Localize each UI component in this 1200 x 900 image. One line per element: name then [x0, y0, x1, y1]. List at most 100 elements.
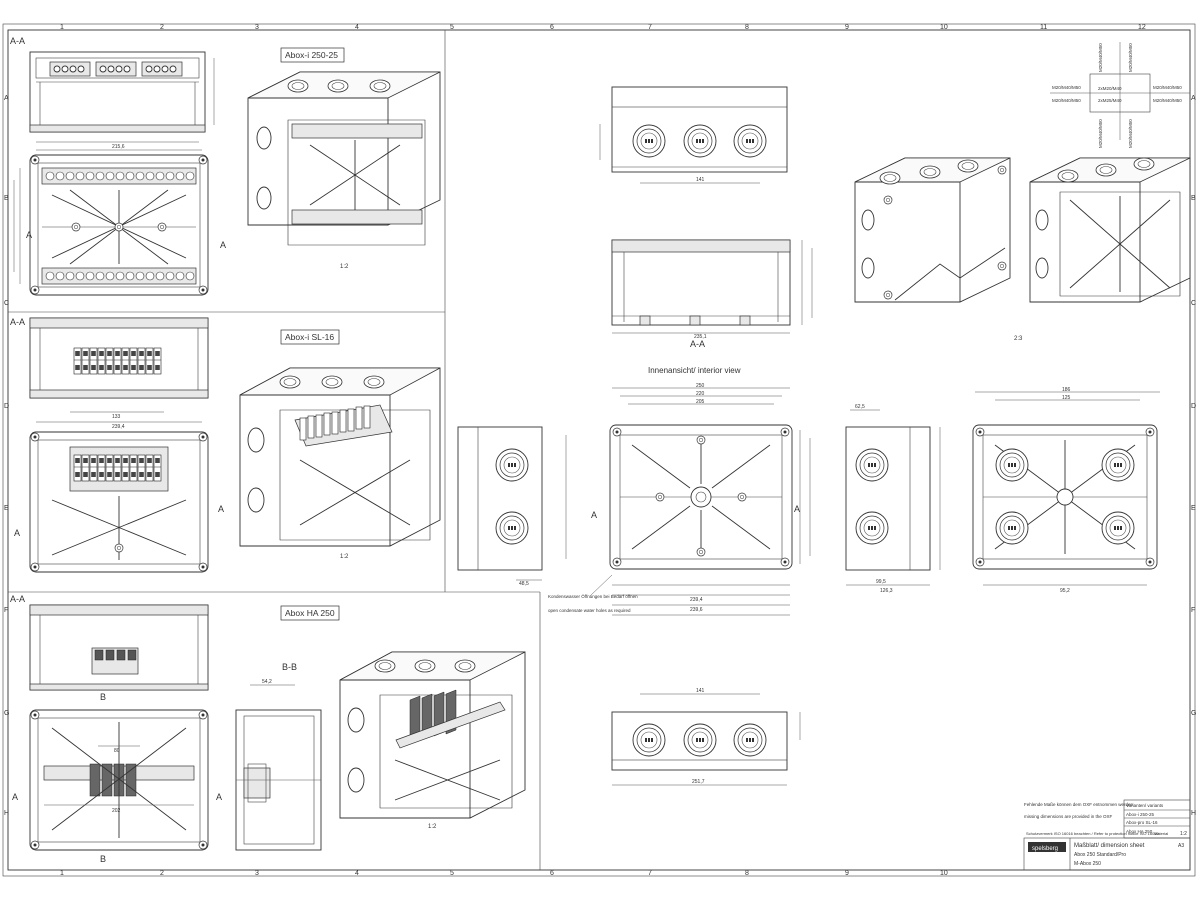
dimension-label: 239,4 [112, 424, 125, 430]
section-label: A-A [10, 594, 25, 604]
col-num: 5 [450, 24, 454, 31]
col-num: 7 [648, 24, 652, 31]
isometric-view: 1:2 [247, 71, 441, 270]
col-num: 2 [160, 24, 164, 31]
col-num: 8 [745, 870, 749, 877]
col-num: 7 [648, 870, 652, 877]
panel-abox-i-sl16: A-A Abox-i SL-16 133 239,4 [10, 317, 441, 573]
section-aa-view: 235,1 A-A [611, 239, 813, 349]
row-letter: G [1191, 710, 1196, 717]
variant-item: Abox-pro SL-16 [1126, 820, 1158, 825]
dimension-label: 133 [112, 414, 121, 420]
cable-entry-diagram: 2xM20/M40 2xM25/M40 M20/M40/M50 M20/M40/… [1050, 42, 1190, 148]
title-block: Fehlende Maße können dem OXF entnommen w… [1023, 799, 1191, 871]
scale-value: 1:2 [1180, 831, 1187, 837]
row-letter: C [1191, 300, 1196, 307]
cable-entry-label: 2xM25/M40 [1098, 98, 1122, 103]
col-num: 3 [255, 24, 259, 31]
cable-entry-label: M20/M40/M50 [1052, 85, 1081, 90]
bottom-side-view: 141 251,7 [611, 688, 801, 786]
dimension-label: 62,5 [855, 404, 865, 410]
dimension-label: 251,7 [692, 779, 705, 785]
section-arrow-label: A [220, 240, 226, 250]
section-arrow-label: B [100, 692, 106, 702]
col-num: 1 [60, 870, 64, 877]
row-letter: B [4, 195, 9, 202]
dimension-label: 250 [696, 383, 705, 389]
dimension-label: 141 [696, 177, 705, 183]
isometric-view: 1:2 [339, 651, 526, 830]
dimension-label: 126,3 [880, 588, 893, 594]
section-view: 215,6 [29, 51, 215, 150]
isometric-open: 2:3 [1014, 157, 1191, 342]
panel-title: Abox-i SL-16 [285, 332, 334, 342]
row-letter: C [4, 300, 9, 307]
cable-entry-label: M20/M40/M50 [1128, 119, 1133, 148]
dimension-label: 95,2 [1060, 588, 1070, 594]
page-num: 1:2 [428, 824, 437, 830]
material-label: Material [1154, 831, 1168, 836]
col-num: 1 [60, 24, 64, 31]
top-side-view: 141 [599, 86, 788, 184]
product-name: M-Abox 250 [1074, 861, 1101, 867]
cable-entry-label: M20/M40/M50 [1098, 119, 1103, 148]
col-num: 4 [355, 24, 359, 31]
row-letters-right: A B C D E F G H [1191, 95, 1196, 817]
sheet-frame: 1 2 3 4 5 6 7 8 9 10 11 12 1 2 3 4 5 6 7… [2, 23, 1196, 877]
dimension-label: 48,5 [519, 581, 529, 587]
row-letter: H [1191, 810, 1196, 817]
row-letter: H [4, 810, 9, 817]
col-num: 9 [845, 24, 849, 31]
interior-plan-view: 250 220 205 239,4 239,6 [565, 383, 811, 616]
protection-note: Schutzvermerk ISO 16016 beachten / Refer… [1026, 831, 1160, 836]
section-arrow-label: A [26, 230, 32, 240]
col-num: 11 [1040, 24, 1047, 31]
interior-view-label: Innenansicht/ interior view [648, 366, 741, 375]
dimension-label: 235,1 [694, 334, 707, 340]
row-letter: E [4, 505, 9, 512]
bb-section-view: B-B 54,2 [235, 662, 322, 851]
section-arrow-label: A [591, 510, 597, 520]
col-num: 6 [550, 24, 554, 31]
cable-entry-label: M20/M40/M50 [1052, 98, 1081, 103]
row-letter: F [1191, 607, 1195, 614]
dimension-label: 186 [1062, 387, 1071, 393]
variant-item: Abox-i 250-25 [1126, 812, 1155, 817]
col-num: 4 [355, 870, 359, 877]
dimension-label: 54,2 [262, 679, 272, 685]
dimension-label: 80 [114, 748, 120, 754]
row-letter: D [4, 403, 9, 410]
right-side-view: 62,5 99,5 126,3 [845, 404, 941, 594]
plan-view: A A [13, 149, 226, 296]
dimension-label: 205 [696, 399, 705, 405]
dimension-label: 220 [696, 391, 705, 397]
panel-abox-i-250-25: A-A Abox-i 250-25 215,6 [10, 36, 441, 296]
dimension-label: 239,4 [690, 597, 703, 603]
dimension-label: 239,6 [690, 607, 703, 613]
col-num: 3 [255, 870, 259, 877]
section-arrow-label: A [14, 528, 20, 538]
plan-view: A A [14, 431, 224, 573]
sheet-title: Maßblatt/ dimension sheet [1074, 843, 1145, 849]
cable-entry-label: 2xM20/M40 [1098, 86, 1122, 91]
row-letter: F [4, 607, 8, 614]
cable-entry-label: M20/M40/M50 [1153, 85, 1182, 90]
row-letter: E [1191, 505, 1196, 512]
section-arrow-label: B [100, 854, 106, 864]
section-arrow-label: A [216, 792, 222, 802]
section-view: B [29, 604, 209, 702]
column-numbers-bottom: 1 2 3 4 5 6 7 8 9 10 [60, 870, 948, 877]
panel-title: Abox HA 250 [285, 608, 335, 618]
column-numbers-top: 1 2 3 4 5 6 7 8 9 10 11 12 [60, 24, 1146, 31]
section-view: 133 239,4 [29, 317, 209, 430]
col-num: 2 [160, 870, 164, 877]
row-letters-left: A B C D E F G H [4, 95, 9, 817]
dimension-label: 202 [112, 808, 121, 814]
col-num: 5 [450, 870, 454, 877]
section-label: A-A [10, 36, 25, 46]
left-side-view: 48,5 [457, 426, 543, 587]
section-arrow-label: A [794, 504, 800, 514]
back-plan-view: 186 125 95,2 [972, 387, 1160, 594]
col-num: 6 [550, 870, 554, 877]
